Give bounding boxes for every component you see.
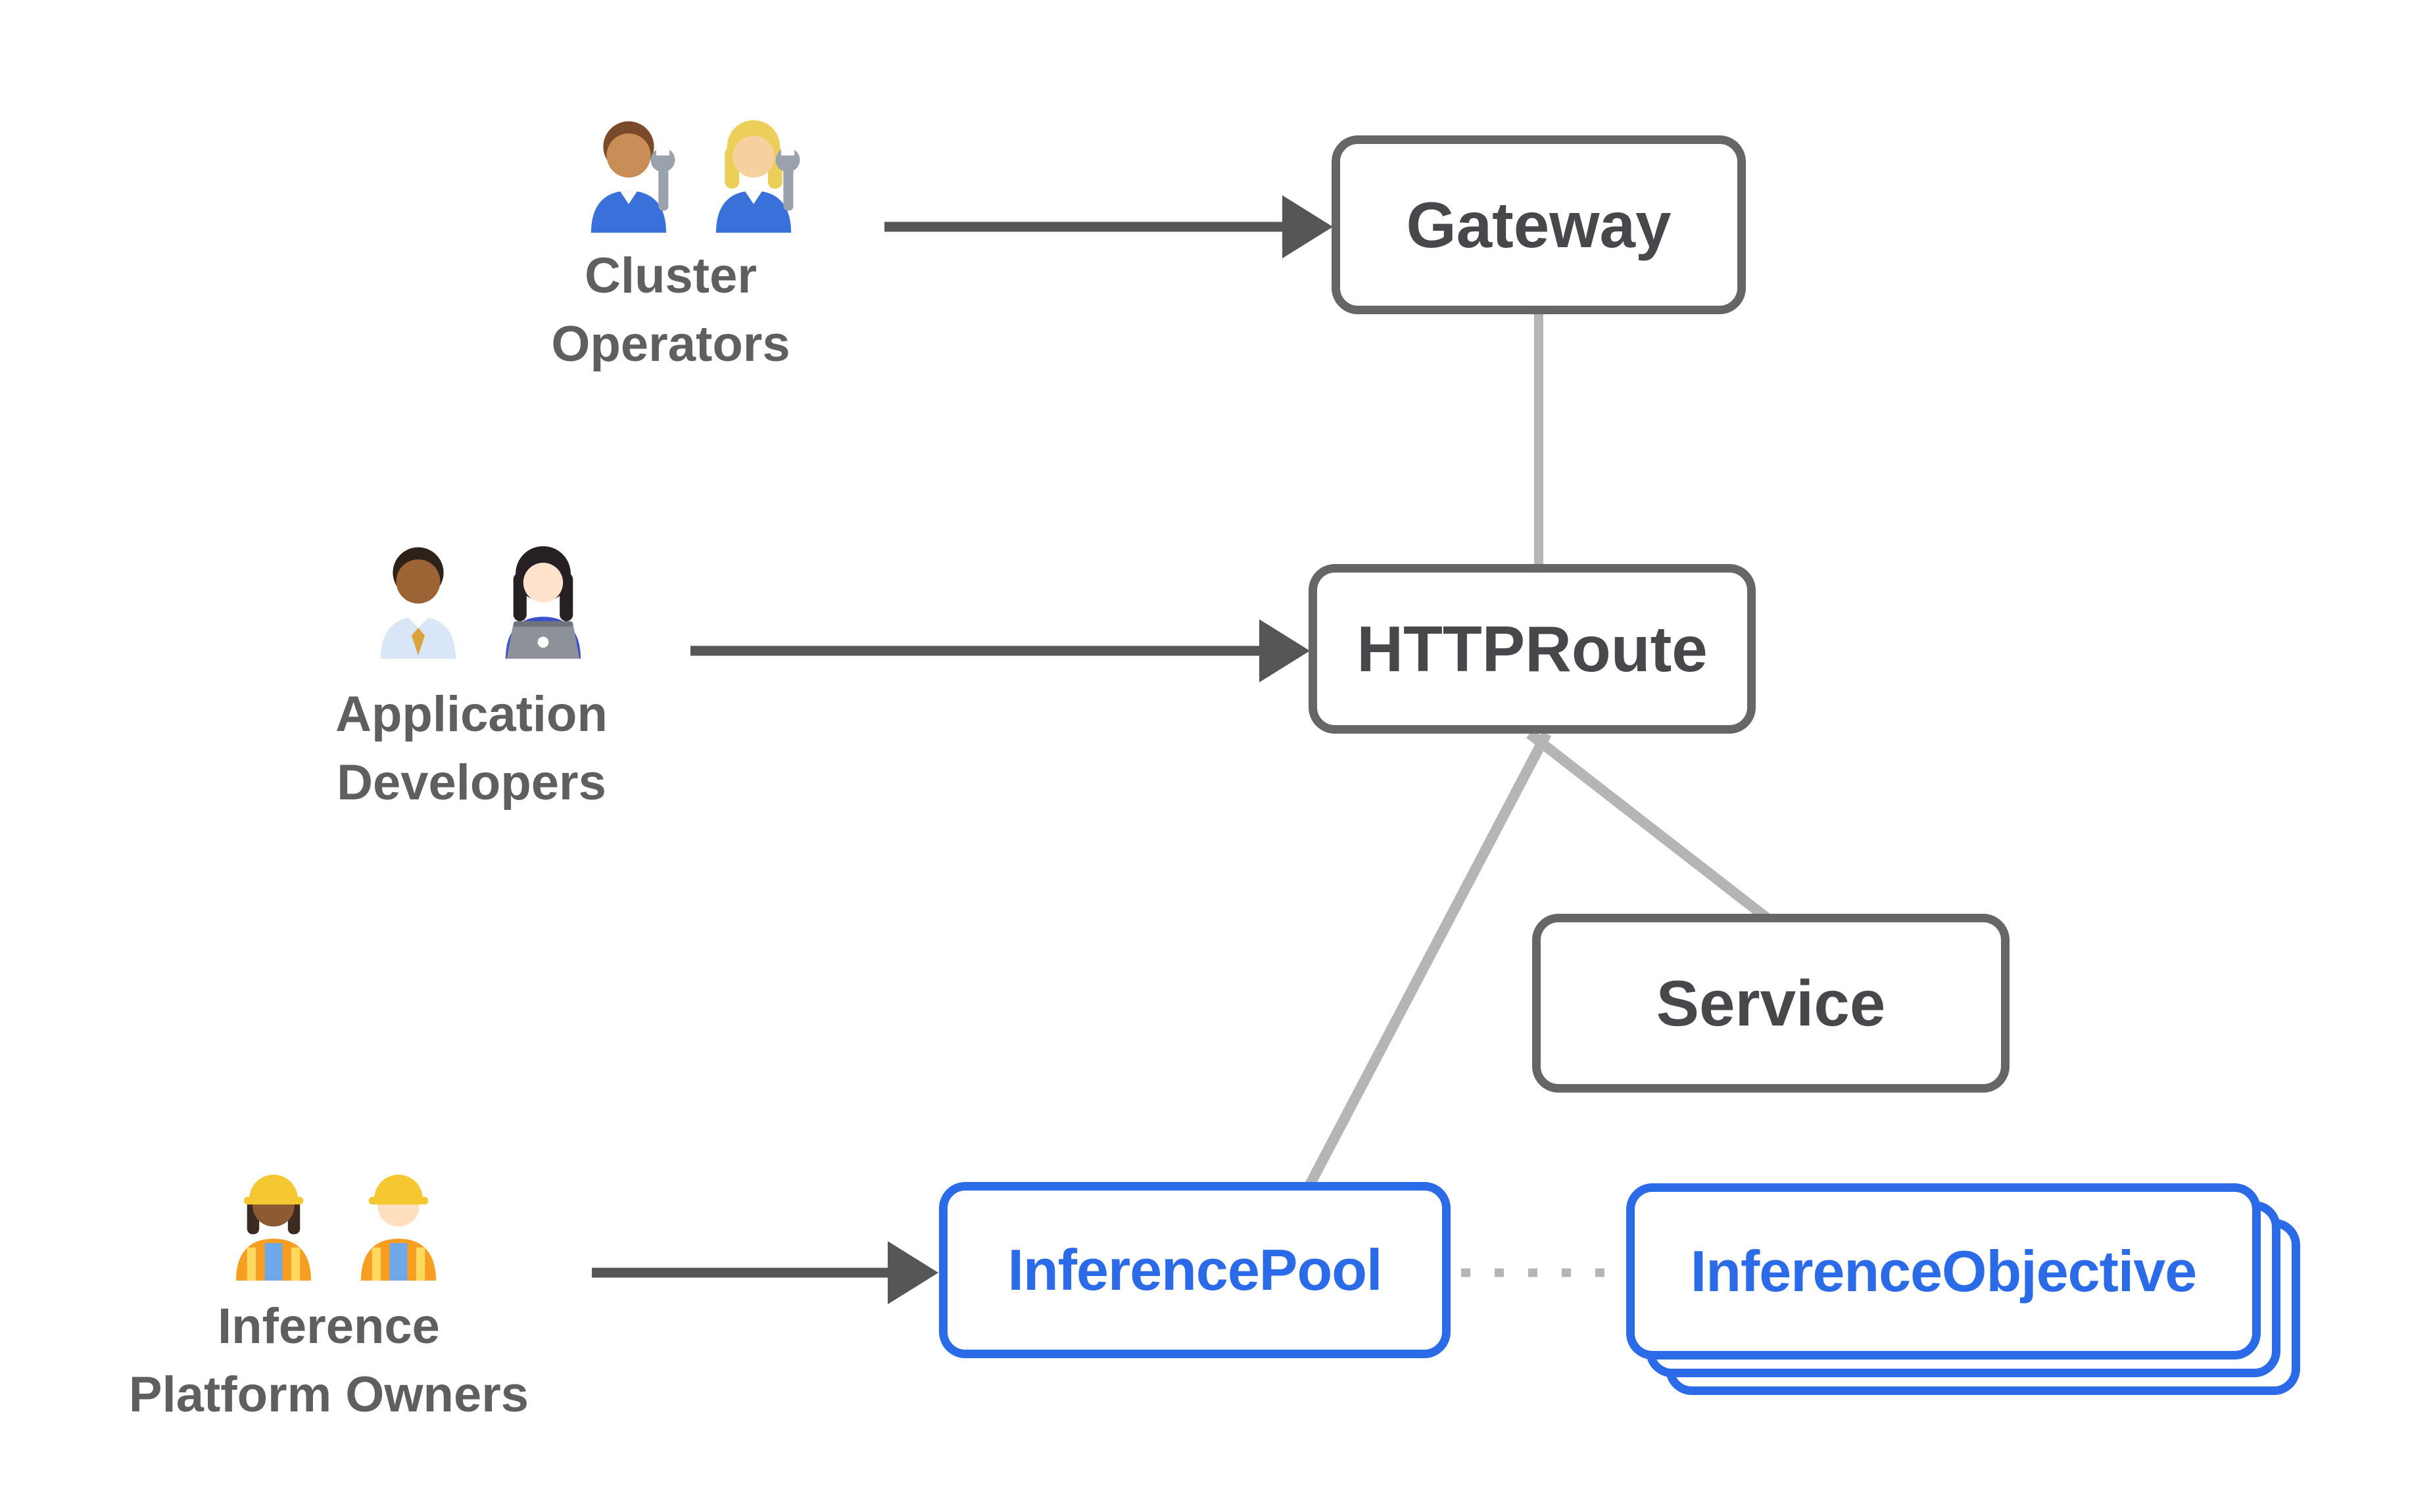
application-developers-label-line1: Application xyxy=(335,686,608,742)
cluster-operators-label-line2: Operators xyxy=(551,316,790,372)
application-developers-icons xyxy=(363,529,598,659)
edge-httproute-service xyxy=(1526,729,1771,924)
inferenceobjective-node: InferenceObjective xyxy=(1626,1183,2261,1359)
gateway-node-label: Gateway xyxy=(1406,188,1672,261)
arrow-application-developers-to-httproute xyxy=(690,619,1310,682)
httproute-node-label: HTTPRoute xyxy=(1357,612,1708,685)
man-mechanic-icon xyxy=(590,121,675,233)
woman-construction-worker-icon xyxy=(235,1174,312,1281)
service-node: Service xyxy=(1532,914,2010,1093)
application-developers-label-line2: Developers xyxy=(337,755,606,811)
inference-platform-owners-label: Inference Platform Owners xyxy=(0,1292,658,1429)
cluster-operators-label-line1: Cluster xyxy=(585,248,757,304)
gateway-node: Gateway xyxy=(1332,135,1746,314)
man-office-worker-icon xyxy=(380,547,456,659)
application-developers-label: Application Developers xyxy=(143,680,800,817)
arrow-cluster-operators-to-gateway xyxy=(884,195,1333,258)
httproute-node: HTTPRoute xyxy=(1309,564,1756,734)
cluster-operators-label: Cluster Operators xyxy=(342,242,1000,379)
arrow-inference-platform-owners-to-inferencepool xyxy=(592,1241,938,1304)
inferenceobjective-node-label: InferenceObjective xyxy=(1690,1239,2197,1304)
inference-platform-owners-label-line2: Platform Owners xyxy=(128,1367,529,1423)
inferencepool-node-label: InferencePool xyxy=(1007,1237,1383,1302)
inference-platform-owners-icons xyxy=(218,1150,454,1281)
woman-technologist-icon xyxy=(505,546,581,659)
edge-httproute-inferencepool xyxy=(1305,731,1552,1187)
man-construction-worker-icon xyxy=(360,1174,437,1281)
cluster-operators-icons xyxy=(573,103,809,233)
inference-platform-owners-label-line1: Inference xyxy=(218,1298,440,1354)
inferencepool-node: InferencePool xyxy=(939,1182,1451,1358)
service-node-label: Service xyxy=(1656,966,1886,1039)
woman-mechanic-icon xyxy=(715,120,800,233)
